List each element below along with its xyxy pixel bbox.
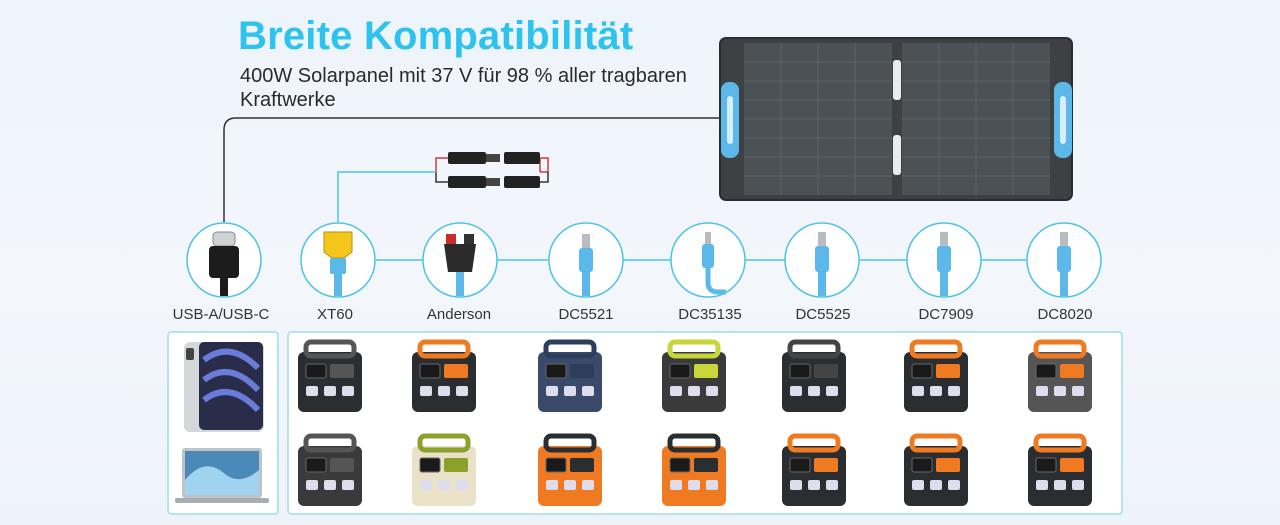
tablet-icon [184,342,264,432]
connector-label-dc35135: DC35135 [678,306,742,323]
connector-dc5521 [548,222,624,298]
connector-dc7909 [906,222,982,298]
power-station-icon [662,433,726,506]
power-stations [298,339,1092,506]
power-station-icon [412,433,476,506]
power-station-icon [1028,433,1092,506]
power-station-icon [538,433,602,506]
connector-dc8020 [1026,222,1102,298]
power-station-icon [782,339,846,412]
mc4-connector-icon [435,152,549,188]
connector-anderson [422,222,498,298]
connector-label-dc5521: DC5521 [558,306,614,323]
connector-label-usb: USB-A/USB-C [172,306,270,323]
power-station-icon [298,339,362,412]
connector-dc35135 [670,222,746,298]
connector-label-dc8020: DC8020 [1037,306,1093,323]
power-station-icon [904,339,968,412]
connector-label-xt60: XT60 [317,306,353,323]
page-subtitle: 400W Solarpanel mit 37 V für 98 % aller … [240,65,687,111]
solar-panel-icon [719,37,1073,201]
power-station-icon [1028,339,1092,412]
power-station-icon [662,339,726,412]
power-station-icon [412,339,476,412]
connector-label-anderson: Anderson [426,306,492,323]
connector-label-dc5525: DC5525 [795,306,851,323]
power-station-icon [904,433,968,506]
power-station-icon [782,433,846,506]
laptop-icon [175,448,269,503]
power-station-icon [298,433,362,506]
connector-xt60 [300,222,376,298]
connector-dc5525 [784,222,860,298]
power-station-icon [538,339,602,412]
connector-label-dc7909: DC7909 [918,306,974,323]
page-title: Breite Kompatibilität [238,14,634,58]
connector-usb-c [186,222,262,298]
